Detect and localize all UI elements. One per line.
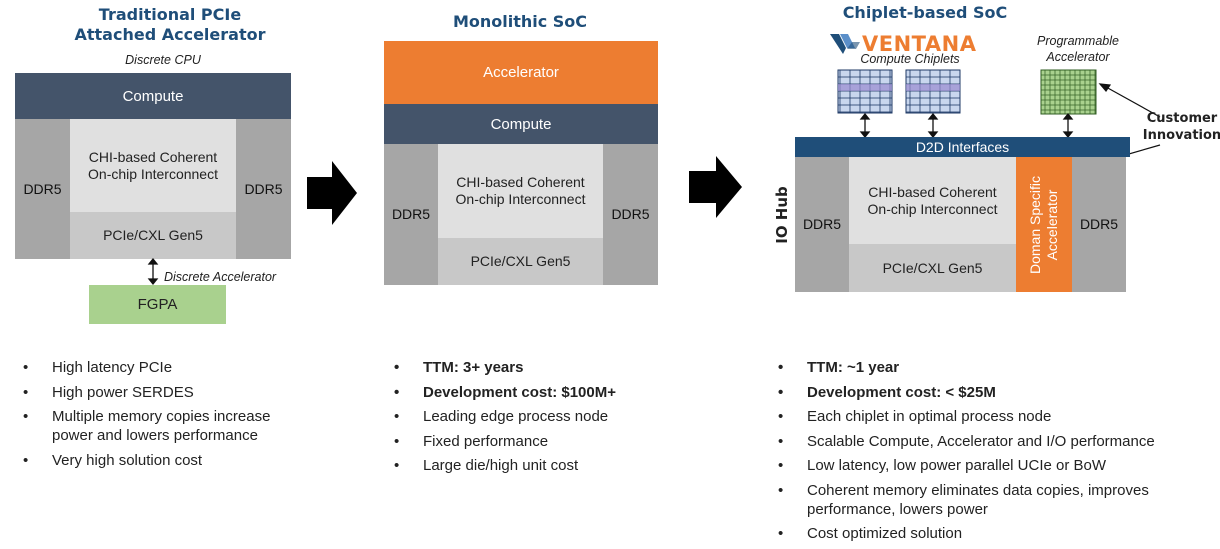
col3-ddr-left: DDR5 <box>795 157 849 292</box>
compute-chiplet-2 <box>905 69 961 114</box>
col2-accelerator-block: Accelerator <box>384 41 658 104</box>
domain-line2: Accelerator <box>1044 189 1060 260</box>
col3-pcie: PCIe/CXL Gen5 <box>849 244 1016 292</box>
col2-chi-interconnect: CHI-based Coherent On-chip Interconnect <box>438 144 603 238</box>
domain-specific-accelerator: Doman Specific Accelerator <box>1016 157 1072 292</box>
d2d-interfaces-bar: D2D Interfaces <box>795 137 1130 157</box>
list-item: Cost optimized solution <box>778 524 1198 543</box>
customer-line1: Customer <box>1146 111 1218 126</box>
compute-chiplets-label: Compute Chiplets <box>860 52 960 66</box>
list-item: TTM: 3+ years <box>394 358 694 377</box>
col1-ddr-left: DDR5 <box>15 119 70 259</box>
ventana-logo-mark <box>830 34 860 54</box>
ventana-logo-text: VENTANA <box>862 32 977 56</box>
chiplet-d2d-arrows <box>859 112 1074 139</box>
col2-chi-line2: On-chip Interconnect <box>455 191 586 207</box>
col1-title: Traditional PCIe Attached Accelerator <box>40 5 300 45</box>
list-item: High latency PCIe <box>23 358 303 377</box>
col1-chi-interconnect: CHI-based Coherent On-chip Interconnect <box>70 119 236 212</box>
arrow-col1-to-col2 <box>307 161 357 225</box>
list-item: Development cost: $100M+ <box>394 383 694 402</box>
col3-title: Chiplet-based SoC <box>842 3 1008 22</box>
col1-compute-block: Compute <box>15 73 291 119</box>
list-item: High power SERDES <box>23 383 303 402</box>
list-item: Development cost: < $25M <box>778 383 1198 402</box>
col2-compute-block: Compute <box>384 104 658 144</box>
col2-pcie: PCIe/CXL Gen5 <box>438 238 603 285</box>
col3-ddr-right: DDR5 <box>1072 157 1126 292</box>
list-item: Fixed performance <box>394 432 694 451</box>
list-item: Low latency, low power parallel UCIe or … <box>778 456 1198 475</box>
col2-ddr-left: DDR5 <box>384 144 438 285</box>
discrete-accelerator-label: Discrete Accelerator <box>164 270 277 284</box>
fgpa-link-arrow <box>147 257 159 286</box>
programmable-accelerator-chiplet <box>1040 69 1097 115</box>
col1-chi-line2: On-chip Interconnect <box>88 165 218 182</box>
discrete-cpu-label: Discrete CPU <box>125 53 201 67</box>
list-item: Multiple memory copies increase power an… <box>23 407 303 445</box>
col1-title-line1: Traditional PCIe <box>98 5 242 24</box>
col1-ddr-right: DDR5 <box>236 119 291 259</box>
col2-chi-line1: CHI-based Coherent <box>456 174 585 190</box>
ventana-logo: VENTANA <box>830 32 980 56</box>
col3-bullet-list: TTM: ~1 year Development cost: < $25M Ea… <box>778 358 1198 549</box>
customer-line2: Innovation <box>1142 128 1220 143</box>
col3-chi-line2: On-chip Interconnect <box>867 200 998 217</box>
io-hub-text: IO Hub <box>773 186 791 244</box>
col3-chi-interconnect: CHI-based Coherent On-chip Interconnect <box>849 157 1016 244</box>
col2-title: Monolithic SoC <box>452 12 588 31</box>
fgpa-block: FGPA <box>89 285 226 324</box>
col1-title-line2: Attached Accelerator <box>74 25 266 44</box>
domain-line1: Doman Specific <box>1027 175 1043 274</box>
list-item: Scalable Compute, Accelerator and I/O pe… <box>778 432 1198 451</box>
list-item: Very high solution cost <box>23 451 303 470</box>
list-item: Large die/high unit cost <box>394 456 694 475</box>
col1-pcie: PCIe/CXL Gen5 <box>70 212 236 259</box>
list-item: Coherent memory eliminates data copies, … <box>778 481 1198 519</box>
compute-chiplet-1 <box>837 69 893 114</box>
col1-bullet-list: High latency PCIe High power SERDES Mult… <box>23 358 303 475</box>
col3-chi-line1: CHI-based Coherent <box>868 183 997 200</box>
arrow-col2-to-col3 <box>689 156 742 218</box>
col2-ddr-right: DDR5 <box>603 144 658 285</box>
list-item: Leading edge process node <box>394 407 694 426</box>
programmable-accelerator-label: Programmable Accelerator <box>1018 33 1138 65</box>
list-item: Each chiplet in optimal process node <box>778 407 1198 426</box>
col2-bullet-list: TTM: 3+ years Development cost: $100M+ L… <box>394 358 694 481</box>
prog-line1: Programmable <box>1037 34 1119 48</box>
list-item: TTM: ~1 year <box>778 358 1198 377</box>
prog-line2: Accelerator <box>1046 50 1110 64</box>
customer-innovation-label: Customer Innovation <box>1140 110 1220 144</box>
col1-chi-line1: CHI-based Coherent <box>88 148 218 165</box>
